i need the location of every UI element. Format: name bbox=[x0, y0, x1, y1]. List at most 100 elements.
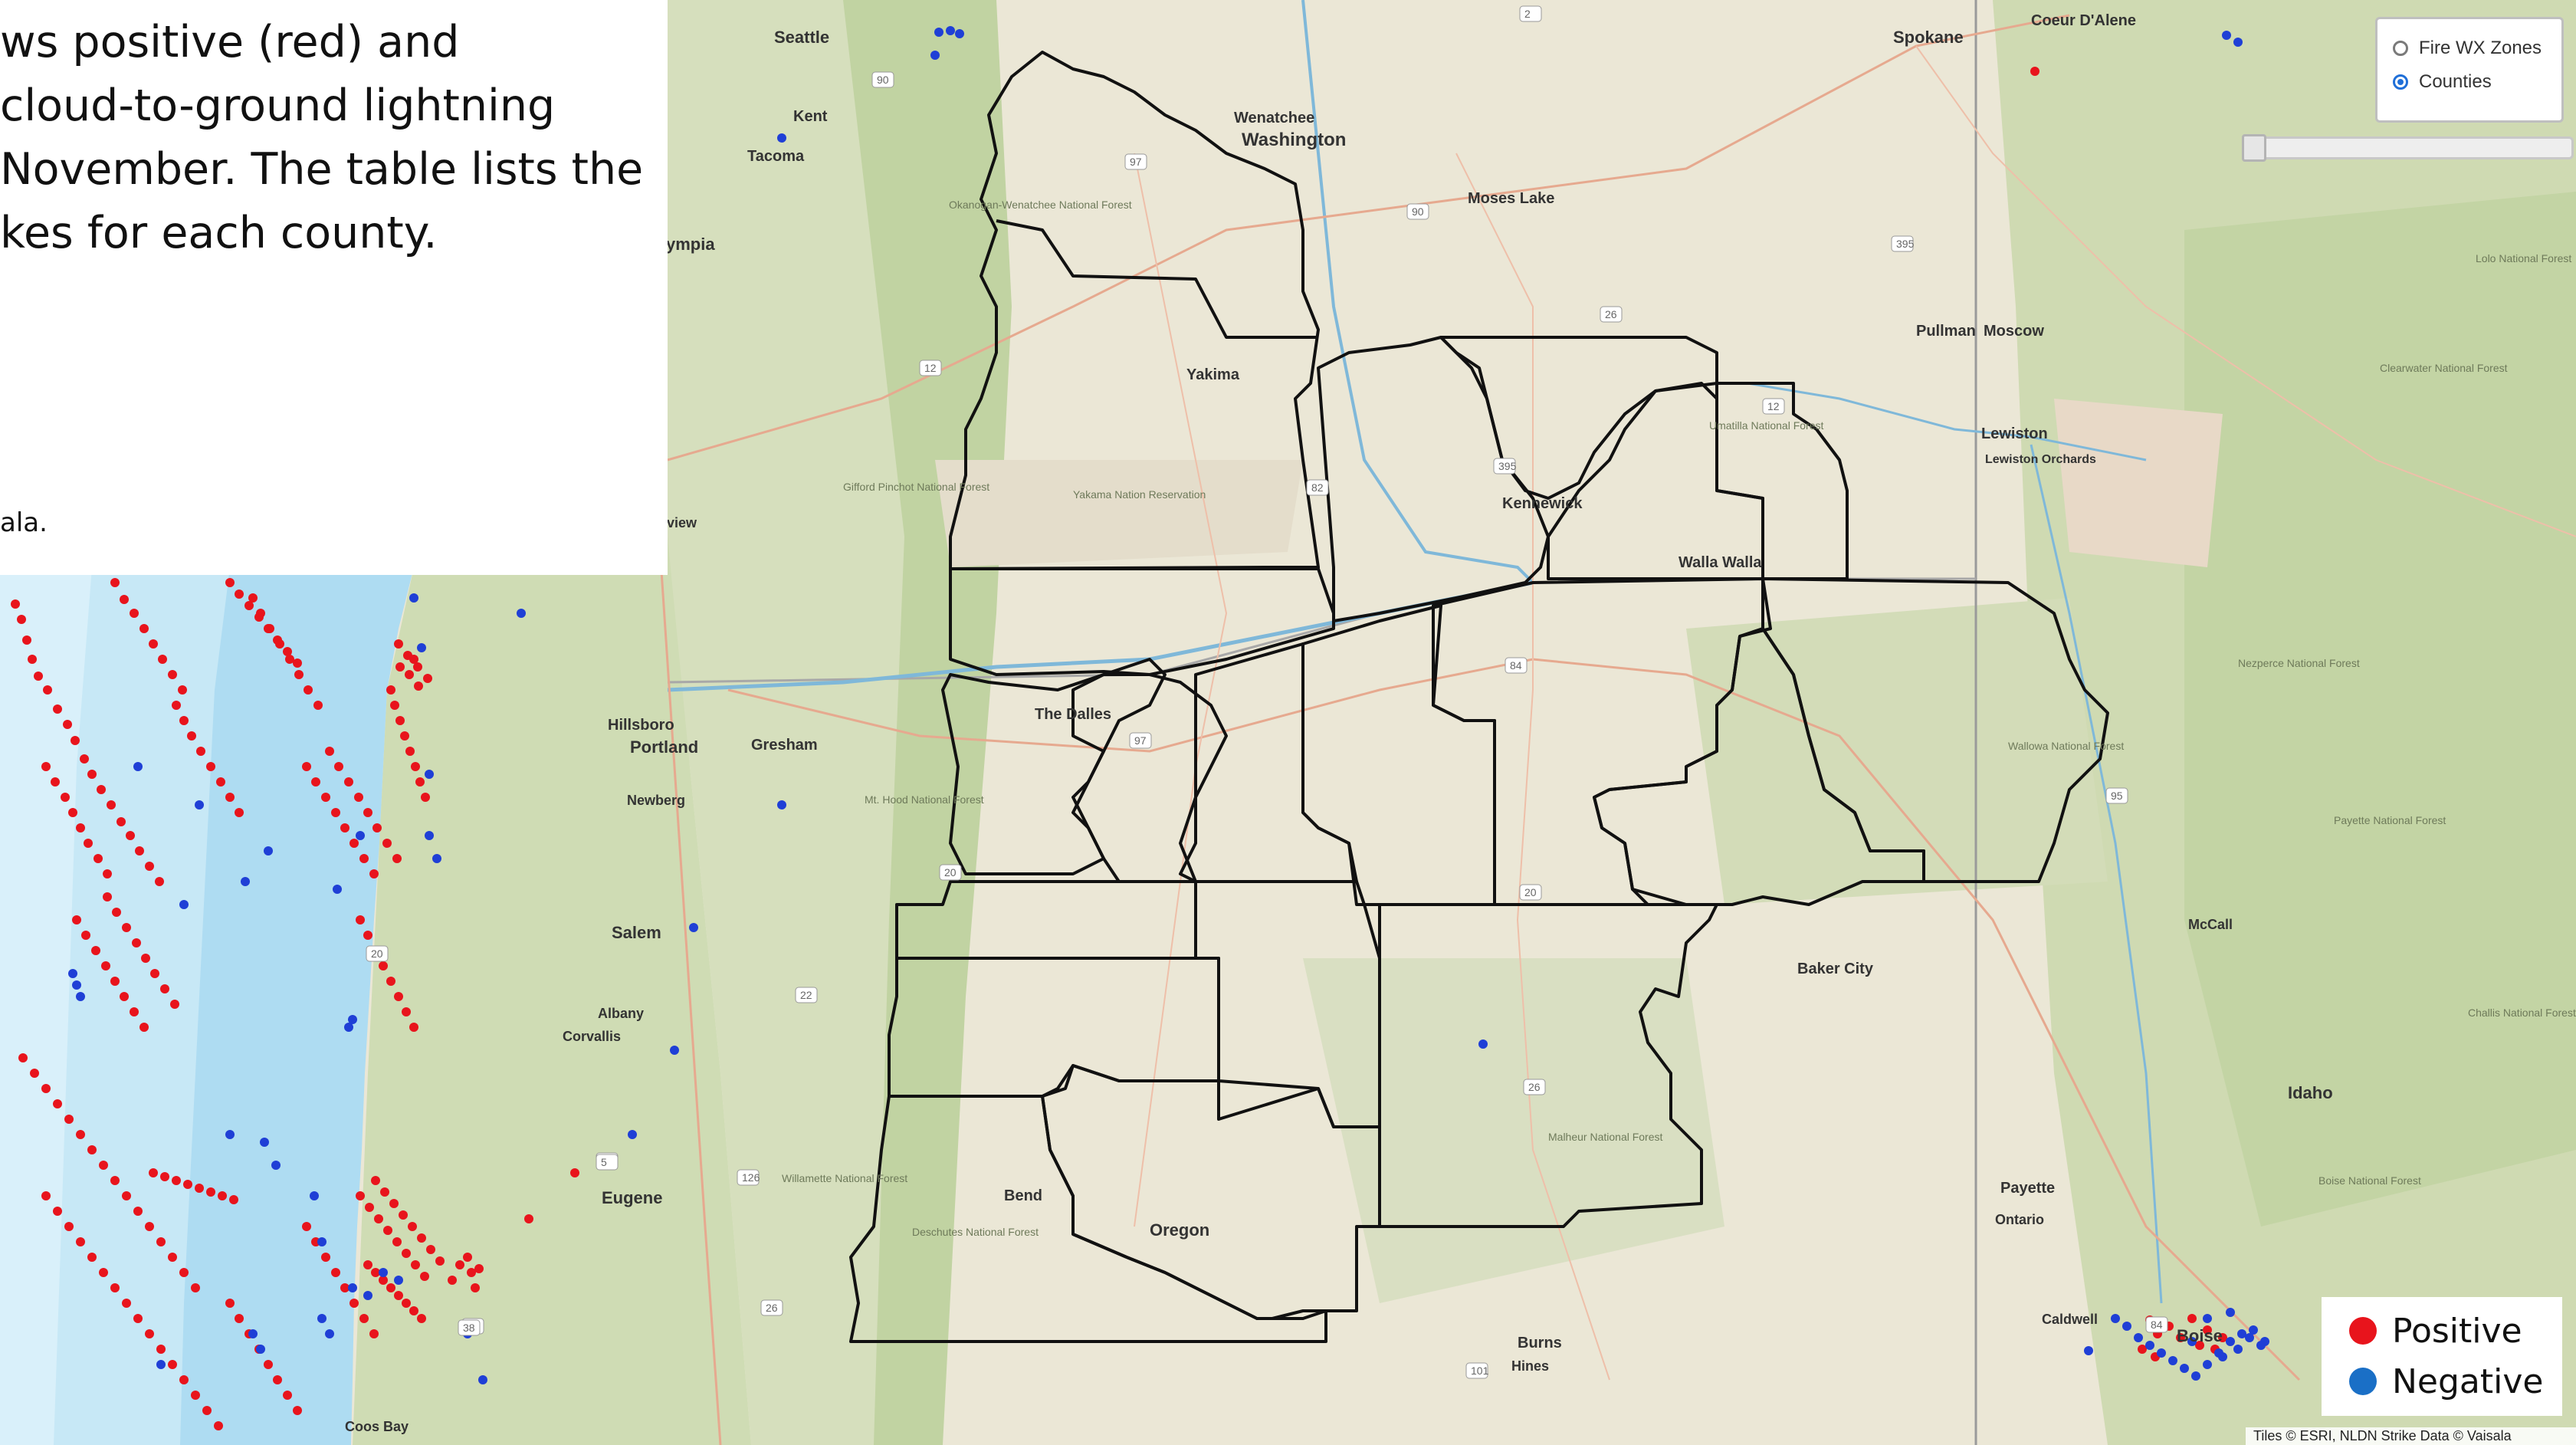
counties-radio[interactable] bbox=[2393, 74, 2408, 90]
legend-positive-label: Positive bbox=[2392, 1311, 2522, 1351]
positive-strike bbox=[363, 1260, 372, 1269]
positive-strike bbox=[160, 984, 169, 993]
place-label: Hillsboro bbox=[608, 717, 674, 734]
positive-strike bbox=[386, 977, 395, 986]
negative-strike bbox=[248, 1329, 258, 1338]
positive-strike bbox=[386, 1283, 395, 1292]
negative-strike bbox=[1478, 1039, 1488, 1049]
negative-strike bbox=[2203, 1314, 2212, 1323]
positive-strike bbox=[293, 1406, 302, 1415]
place-labels: SeattleKentTacomaWenatcheeWashingtonMose… bbox=[345, 12, 2576, 1434]
negative-strike bbox=[2187, 1337, 2197, 1346]
positive-strike bbox=[168, 1253, 177, 1262]
coast-range-forest bbox=[353, 537, 751, 1445]
positive-strike bbox=[354, 793, 363, 802]
place-label: ympia bbox=[666, 235, 715, 254]
positive-strike bbox=[178, 685, 187, 695]
positive-strike bbox=[229, 1195, 238, 1204]
highway-number: 90 bbox=[877, 74, 889, 86]
negative-strike bbox=[363, 1291, 372, 1300]
positive-strike bbox=[409, 1306, 418, 1315]
interstate-90 bbox=[667, 14, 2070, 461]
negative-strike bbox=[317, 1237, 327, 1246]
negative-strike bbox=[2226, 1308, 2235, 1317]
negative-strike bbox=[930, 51, 940, 60]
positive-strike bbox=[313, 701, 323, 710]
place-label: Lewiston bbox=[1981, 425, 2048, 442]
place-label: Washington bbox=[1242, 130, 1346, 150]
positive-strike bbox=[145, 1329, 154, 1338]
place-label: Lewiston Orchards bbox=[1985, 453, 2096, 466]
positive-strike bbox=[455, 1260, 464, 1269]
negative-strike bbox=[271, 1161, 281, 1170]
negative-strike bbox=[2180, 1364, 2189, 1373]
positive-strike bbox=[379, 961, 388, 970]
positive-strike bbox=[94, 854, 103, 863]
positive-strike bbox=[64, 1222, 74, 1231]
positive-strike bbox=[41, 1191, 51, 1200]
positive-strike bbox=[395, 716, 405, 725]
negative-strike bbox=[241, 877, 250, 886]
place-label: Wenatchee bbox=[1234, 110, 1314, 126]
place-label: Salem bbox=[612, 923, 661, 942]
positive-strike bbox=[349, 1299, 359, 1308]
positive-strike bbox=[99, 1161, 108, 1170]
highway-shield-icon bbox=[1523, 1079, 1546, 1095]
positive-strike bbox=[371, 1176, 380, 1185]
highway-number: 395 bbox=[1498, 460, 1517, 472]
positive-strike bbox=[179, 1268, 189, 1277]
layer-option-counties[interactable]: Counties bbox=[2393, 67, 2492, 97]
negative-strike bbox=[2168, 1356, 2177, 1365]
positive-strike bbox=[126, 831, 135, 840]
positive-strike bbox=[206, 762, 215, 771]
place-label: Pullman bbox=[1916, 323, 1976, 340]
place-label: Oregon bbox=[1150, 1220, 1209, 1240]
positive-strike bbox=[179, 716, 189, 725]
positive-strike bbox=[356, 1191, 365, 1200]
highway-number: 5 bbox=[601, 1156, 607, 1168]
negative-strike bbox=[2218, 1352, 2227, 1361]
description-panel: ws positive (red) and cloud-to-ground li… bbox=[0, 0, 668, 575]
layer-toggle-panel: Fire WX Zones Counties bbox=[2375, 17, 2564, 123]
positive-strike bbox=[570, 1168, 579, 1177]
positive-strike bbox=[302, 762, 311, 771]
positive-strike bbox=[2203, 1325, 2212, 1335]
positive-strike bbox=[389, 1199, 399, 1208]
highway-number: 26 bbox=[766, 1302, 778, 1314]
negative-strike bbox=[628, 1130, 637, 1139]
positive-strike bbox=[172, 701, 181, 710]
place-label: Yakima bbox=[1186, 366, 1240, 383]
positive-strike bbox=[2195, 1341, 2204, 1350]
positive-strike bbox=[133, 1207, 143, 1216]
positive-strike bbox=[235, 1314, 244, 1323]
highway-shield-icon bbox=[596, 1154, 619, 1171]
positive-strike bbox=[2030, 67, 2039, 76]
place-label: Hines bbox=[1511, 1358, 1549, 1374]
slider-thumb[interactable] bbox=[2242, 134, 2266, 162]
highway-number: 20 bbox=[371, 947, 383, 960]
negative-strike bbox=[256, 1345, 265, 1354]
county-franklin bbox=[1439, 336, 1718, 500]
positive-strike bbox=[30, 1069, 39, 1078]
negative-strike bbox=[156, 1360, 166, 1369]
positive-strike bbox=[61, 793, 70, 802]
positive-strike bbox=[43, 685, 52, 695]
positive-strike bbox=[130, 609, 139, 618]
fire-wx-zones-radio[interactable] bbox=[2393, 41, 2408, 56]
layer-option-fire-wx-zones[interactable]: Fire WX Zones bbox=[2393, 33, 2542, 64]
positive-strike bbox=[402, 1249, 411, 1258]
positive-strike bbox=[321, 793, 330, 802]
positive-strike bbox=[386, 685, 395, 695]
positive-strike bbox=[191, 1391, 200, 1400]
highway-number: 126 bbox=[742, 1171, 760, 1184]
positive-strike bbox=[139, 1023, 149, 1032]
opacity-slider[interactable] bbox=[2242, 134, 2574, 162]
place-label: Willamette National Forest bbox=[782, 1172, 907, 1184]
positive-strike bbox=[216, 777, 225, 787]
positive-strike bbox=[110, 1176, 120, 1185]
highway-number: 26 bbox=[1528, 1081, 1541, 1093]
place-label: Kent bbox=[793, 108, 828, 125]
positive-strike bbox=[363, 931, 372, 940]
negative-strike bbox=[946, 26, 955, 35]
